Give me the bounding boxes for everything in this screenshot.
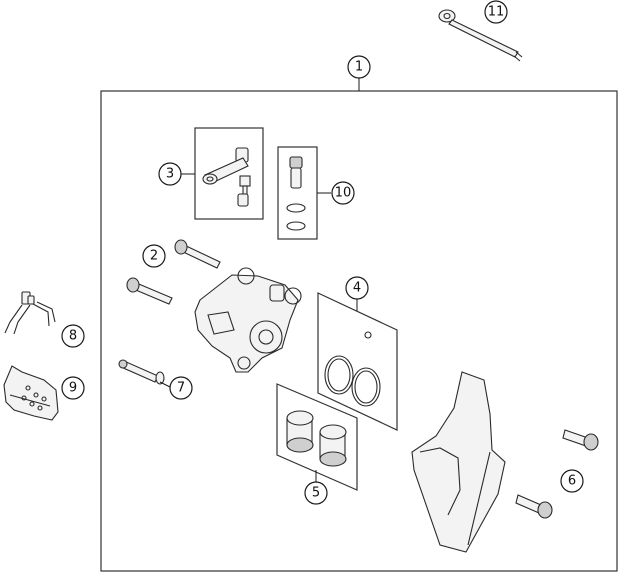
callout-6: 6 [560,469,584,493]
pistons-box [276,383,358,491]
bleeder-kit-part [202,147,251,207]
callout-8: 8 [61,324,85,348]
callout-5-label: 5 [312,486,320,501]
callout-3-label: 3 [166,167,174,182]
callout-2-label: 2 [150,249,158,264]
callout-6-label: 6 [568,474,576,489]
callout-7: 7 [169,376,193,400]
callout-9: 9 [61,376,85,400]
callout-1-label: 1 [355,60,363,75]
callout-5: 5 [304,481,328,505]
callout-4: 4 [345,276,369,300]
caliper-bracket-part [411,371,506,553]
seals-part [324,331,381,407]
callout-8-label: 8 [69,329,77,344]
callout-7-label: 7 [177,381,185,396]
bracket-bolts-part [515,429,599,519]
callout-2: 2 [142,244,166,268]
seals-box [317,292,398,431]
leader-7 [159,381,171,388]
caliper-body-part [194,267,302,373]
brake-pads-part [3,365,59,421]
callout-3: 3 [158,162,182,186]
brake-hose-part [438,9,523,62]
retaining-pin-part [118,359,165,385]
assembly-frame [100,90,618,572]
seal-kit-part [286,156,306,231]
callout-11-label: 11 [488,5,505,20]
callout-1: 1 [347,55,371,79]
callout-10-label: 10 [335,186,352,201]
callout-10: 10 [331,181,355,205]
callout-4-label: 4 [353,281,361,296]
caliper-pins-part [126,239,221,305]
callout-9-label: 9 [69,381,77,396]
pistons-part [286,410,347,467]
pad-spring-part [4,291,56,335]
callout-11: 11 [484,0,508,24]
